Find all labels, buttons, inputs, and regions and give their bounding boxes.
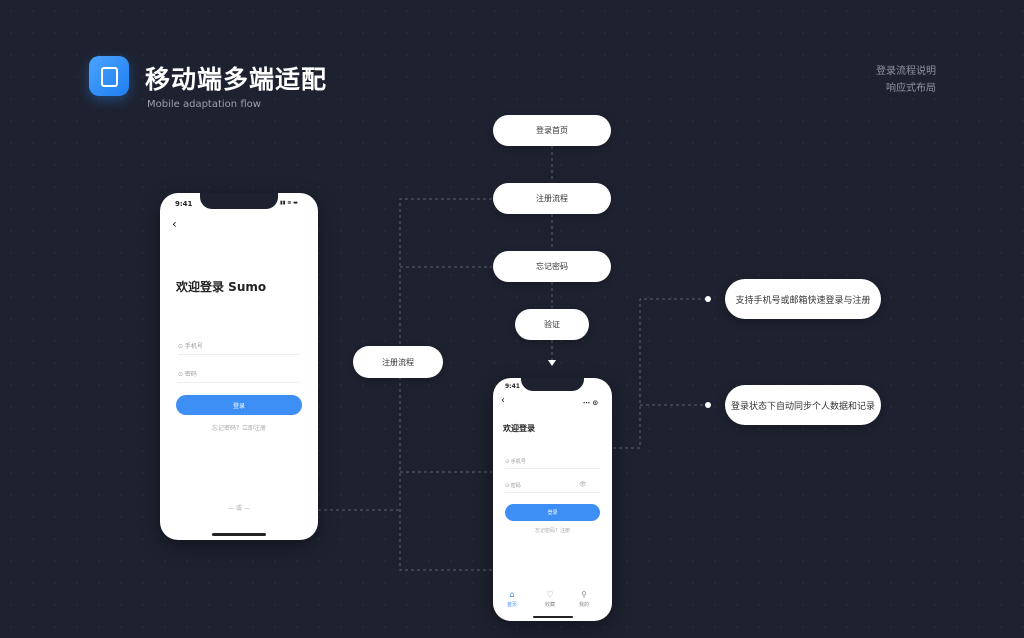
home-indicator bbox=[533, 616, 573, 618]
flow-step-4[interactable]: 验证 bbox=[515, 309, 589, 340]
status-time: 9:41 bbox=[175, 200, 193, 208]
corner-line-1: 登录流程说明 bbox=[876, 66, 936, 77]
corner-line-2: 响应式布局 bbox=[886, 83, 936, 94]
phone-mockup-right: 9:41 ‹ ⋯ ⊙ 欢迎登录 ⊙ 手机号 ⊙ 密码 👁 登录 忘记密码？注册 … bbox=[493, 378, 612, 621]
login-title: 欢迎登录 bbox=[503, 424, 535, 433]
connector-dot-2 bbox=[705, 402, 711, 408]
nav-label: 收藏 bbox=[545, 602, 556, 608]
home-indicator bbox=[212, 533, 266, 536]
profile-icon: ⚲ bbox=[581, 590, 587, 599]
phone-field[interactable]: ⊙ 手机号 bbox=[505, 458, 600, 469]
nav-favorites[interactable]: ♡ 收藏 bbox=[545, 590, 555, 608]
more-icon[interactable]: ⋯ ⊙ bbox=[583, 399, 599, 407]
status-time: 9:41 bbox=[505, 383, 520, 390]
app-logo-icon bbox=[89, 56, 129, 96]
nav-label: 我的 bbox=[579, 602, 590, 608]
phone-field[interactable]: ⊙ 手机号 bbox=[178, 341, 300, 355]
eye-icon[interactable]: 👁 bbox=[579, 481, 587, 488]
heart-icon: ♡ bbox=[546, 590, 554, 599]
connector-dot-1 bbox=[705, 296, 711, 302]
home-icon: ⌂ bbox=[509, 590, 515, 599]
phone-mockup-left: 9:41 ▮▮ ≋ ▬ ‹ 欢迎登录 Sumo ⊙ 手机号 ⊙ 密码 登录 忘记… bbox=[160, 193, 318, 540]
flow-note-card-1[interactable]: 支持手机号或邮箱快速登录与注册 bbox=[725, 279, 881, 319]
flow-step-1[interactable]: 登录首页 bbox=[493, 115, 611, 146]
status-icons: ▮▮ ≋ ▬ bbox=[280, 200, 298, 206]
divider-text: — 或 — bbox=[228, 505, 250, 512]
forgot-register-link[interactable]: 忘记密码？注册 bbox=[534, 528, 570, 534]
login-title: 欢迎登录 Sumo bbox=[176, 280, 267, 294]
password-field[interactable]: ⊙ 密码 bbox=[178, 369, 300, 383]
nav-profile[interactable]: ⚲ 我的 bbox=[579, 590, 589, 608]
flow-step-3[interactable]: 忘记密码 bbox=[493, 251, 611, 282]
login-button[interactable]: 登录 bbox=[176, 395, 302, 415]
nav-label: 首页 bbox=[507, 602, 518, 608]
back-icon[interactable]: ‹ bbox=[501, 395, 505, 406]
flow-step-2[interactable]: 注册流程 bbox=[493, 183, 611, 214]
forgot-register-link[interactable]: 忘记密码？立即注册 bbox=[211, 425, 266, 432]
flow-note-card-2[interactable]: 登录状态下自动同步个人数据和记录 bbox=[725, 385, 881, 425]
corner-notes: 登录流程说明 响应式布局 bbox=[876, 63, 936, 97]
flow-left-node[interactable]: 注册流程 bbox=[353, 346, 443, 378]
back-icon[interactable]: ‹ bbox=[172, 217, 177, 231]
nav-home[interactable]: ⌂ 首页 bbox=[507, 590, 517, 608]
login-button[interactable]: 登录 bbox=[505, 504, 600, 521]
page-subtitle: Mobile adaptation flow bbox=[147, 99, 261, 110]
page-title: 移动端多端适配 bbox=[145, 65, 328, 94]
password-field[interactable]: ⊙ 密码 bbox=[505, 482, 600, 493]
